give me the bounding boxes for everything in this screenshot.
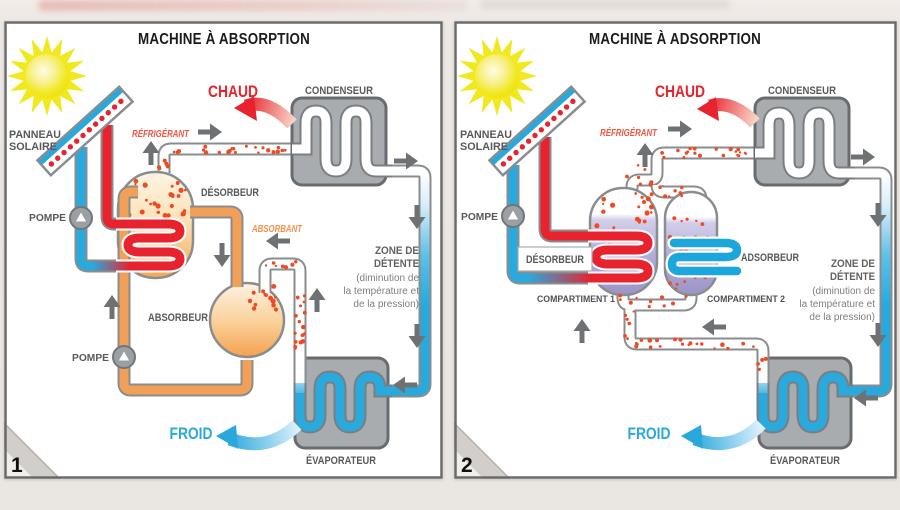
absorber-inlet-dots xyxy=(247,284,279,312)
adsorption-machine-panel: MACHINE À ADSORPTION PANNEAU SOLAIRE POM… xyxy=(454,21,897,479)
pipe-dots xyxy=(172,144,287,155)
condenser xyxy=(753,96,855,187)
compartment1-label: COMPARTIMENT 1 xyxy=(537,294,616,305)
pump-solar-icon xyxy=(69,206,93,230)
chaud-label: CHAUD xyxy=(655,82,705,101)
adsorption-diagram: MACHINE À ADSORPTION PANNEAU SOLAIRE POM… xyxy=(454,21,897,479)
panel-number: 1 xyxy=(11,454,23,477)
panel-number: 2 xyxy=(461,454,473,477)
panel-title: MACHINE À ABSORPTION xyxy=(138,31,310,48)
expansion-pipe xyxy=(845,166,893,398)
solar-panel-label-1: PANNEAU xyxy=(460,129,512,141)
pipe-dots xyxy=(756,356,768,371)
panel-title: MACHINE À ADSORPTION xyxy=(589,31,761,48)
desorber-label: DÉSORBEUR xyxy=(526,253,584,266)
desorber-label: DÉSORBEUR xyxy=(201,186,259,199)
sun-icon xyxy=(457,36,537,116)
cropped-header-text-ghost-2 xyxy=(480,0,730,9)
pump-solar-icon xyxy=(501,204,525,228)
absorber-label: ABSORBEUR xyxy=(148,312,208,324)
pipe-dots xyxy=(625,164,654,199)
adsorber-coil xyxy=(665,236,744,278)
svg-text:DÉTENTE: DÉTENTE xyxy=(374,257,419,270)
evaporator-label: ÉVAPORATEUR xyxy=(306,454,376,467)
solar-panel-dots xyxy=(500,98,576,167)
svg-text:de la pression): de la pression) xyxy=(353,299,419,310)
solar-panel xyxy=(35,85,135,177)
pipe-dots xyxy=(264,260,298,270)
evaporator xyxy=(293,356,392,450)
solar-panel-label-2: SOLAIRE xyxy=(460,141,508,153)
solar-panel-label-1: PANNEAU xyxy=(9,129,61,141)
cold-arrow xyxy=(681,419,766,451)
desorber-vapor-dots xyxy=(126,178,187,218)
pipe-dots xyxy=(618,293,688,309)
pipe-dots xyxy=(634,337,755,351)
pump-solution-icon xyxy=(112,345,136,369)
hot-arrow xyxy=(697,97,760,128)
cropped-header-text-ghost xyxy=(38,0,468,11)
svg-text:ZONE DE: ZONE DE xyxy=(375,245,419,257)
sun-icon xyxy=(7,36,87,116)
chaud-label: CHAUD xyxy=(208,82,258,101)
panel-border xyxy=(454,21,897,479)
pump-solution-label: POMPE xyxy=(72,352,109,364)
svg-text:DÉTENTE: DÉTENTE xyxy=(830,270,875,283)
solar-panel-dots xyxy=(48,98,124,167)
pipe-dots xyxy=(157,158,171,170)
refrigerant-label: RÉFRIGÉRANT xyxy=(600,126,658,139)
svg-text:de la pression): de la pression) xyxy=(809,312,875,323)
expansion-zone-label: ZONE DE DÉTENTE (diminution de la tempér… xyxy=(343,245,419,310)
expansion-pipe xyxy=(382,164,432,398)
absorbant-label: ABSORBANT xyxy=(251,224,302,235)
adsorber-label: ADSORBEUR xyxy=(741,252,799,264)
absorber-vessel xyxy=(208,281,286,359)
compartment2-label: COMPARTIMENT 2 xyxy=(707,294,785,305)
svg-text:ZONE DE: ZONE DE xyxy=(831,258,875,270)
cold-arrow xyxy=(216,420,302,451)
solar-panel-label-2: SOLAIRE xyxy=(9,141,57,153)
solar-loop-pipes xyxy=(74,125,187,273)
condenser-label: CONDENSEUR xyxy=(768,85,836,97)
refrigerant-pipe xyxy=(157,142,294,173)
condenser xyxy=(290,96,392,187)
pipe-dots xyxy=(660,146,747,160)
pipe-dots xyxy=(658,185,684,199)
refrigerant-label: RÉFRIGÉRANT xyxy=(132,127,190,140)
condenser-label: CONDENSEUR xyxy=(305,85,373,97)
svg-text:la température et: la température et xyxy=(799,299,875,310)
corner-fold xyxy=(4,422,61,479)
pipe-dots xyxy=(293,294,307,350)
corner-fold xyxy=(454,422,511,479)
absorption-machine-panel: MACHINE À ABSORPTION PANNEAU SOLAIRE POM… xyxy=(4,21,443,479)
pipe-dots xyxy=(623,310,635,340)
desorber-label-box xyxy=(517,246,593,272)
vapor-pipe-to-absorber xyxy=(258,257,307,383)
solar-loop-pipes xyxy=(506,137,655,285)
froid-label: FROID xyxy=(170,424,213,443)
svg-text:(diminution de: (diminution de xyxy=(812,286,875,297)
solar-panel xyxy=(487,85,587,177)
hot-arrow xyxy=(234,96,297,129)
absorption-diagram: MACHINE À ABSORPTION PANNEAU SOLAIRE POM… xyxy=(4,21,443,479)
expansion-zone-label: ZONE DE DÉTENTE (diminution de la tempér… xyxy=(799,258,875,323)
froid-label: FROID xyxy=(628,424,671,443)
pump-solar-label: POMPE xyxy=(29,212,66,224)
panel-border xyxy=(4,21,443,479)
evaporator xyxy=(756,356,853,450)
pump-solar-label: POMPE xyxy=(461,211,498,223)
absorbent-loop-pipes xyxy=(117,185,254,397)
evaporator-label: ÉVAPORATEUR xyxy=(770,454,840,467)
svg-text:(diminution de: (diminution de xyxy=(356,273,419,284)
svg-text:la température et: la température et xyxy=(343,286,419,297)
